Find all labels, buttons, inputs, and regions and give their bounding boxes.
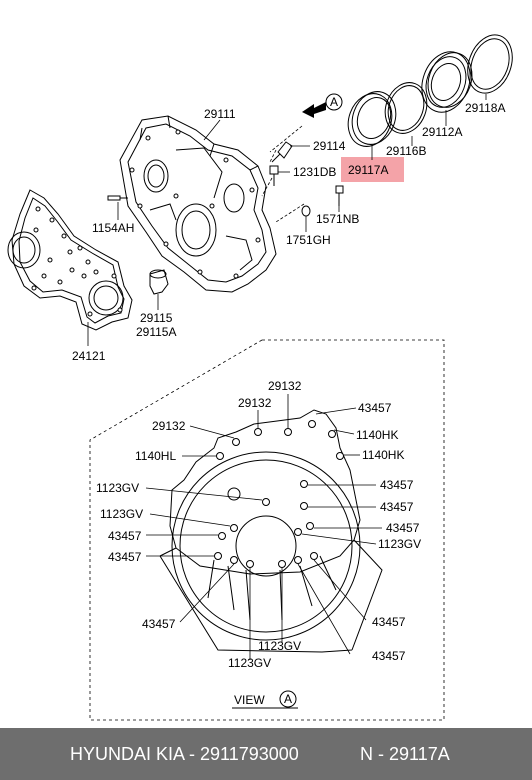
bolt-1571nb (335, 185, 344, 206)
label-43457-left-1: 43457 (108, 529, 142, 543)
parts-diagram: A (7, 34, 513, 721)
label-43457-bottom-right-1: 43457 (372, 615, 406, 629)
label-29132-mid: 29132 (238, 396, 272, 410)
label-1140hk-2: 1140HK (362, 448, 404, 462)
label-29115a: 29115A (136, 325, 176, 339)
view-arrow: A (302, 93, 343, 118)
label-1571nb: 1571NB (316, 212, 359, 226)
footer-brand-part-number: HYUNDAI KIA - 2911793000 (70, 744, 299, 764)
cover-29118a (467, 34, 513, 94)
label-43457-bottom-left: 43457 (142, 617, 176, 631)
bolt-1231db (269, 165, 279, 186)
label-43457-right-1: 43457 (380, 478, 414, 492)
label-43457-right-2: 43457 (380, 500, 414, 514)
label-1123gv-left-2: 1123GV (100, 507, 143, 521)
label-24121: 24121 (72, 349, 106, 363)
label-1123gv-bottom-1: 1123GV (258, 639, 301, 653)
label-1140hl: 1140HL (135, 449, 176, 463)
label-29132-top: 29132 (268, 379, 302, 393)
label-29116b: 29116B (386, 144, 426, 158)
view-circle-letter: A (284, 692, 292, 706)
label-43457-left-2: 43457 (108, 550, 142, 564)
stud-1154ah (107, 195, 128, 201)
label-29114: 29114 (313, 139, 346, 153)
seal-29115 (149, 269, 169, 295)
gasket-24121 (7, 189, 133, 331)
view-a-border (89, 339, 445, 721)
label-1123gv-left-1: 1123GV (96, 481, 139, 495)
label-43457-right-3: 43457 (386, 521, 420, 535)
label-1154ah: 1154AH (92, 221, 134, 235)
label-1123gv-right: 1123GV (378, 537, 421, 551)
label-29112a: 29112A (422, 125, 462, 139)
washer-1751gh (301, 205, 311, 217)
label-29117a: 29117A (348, 163, 388, 177)
view-a-caption: VIEW A (232, 690, 298, 709)
view-a-bolts (214, 420, 344, 568)
label-1751gh: 1751GH (286, 233, 331, 247)
label-1231db: 1231DB (293, 165, 336, 179)
gasket-29116b (384, 82, 428, 134)
label-29118a: 29118A (465, 101, 505, 115)
view-a-leaders (145, 394, 382, 660)
housing-29112a (421, 51, 473, 113)
view-ref-label: A (330, 95, 338, 109)
highlight-box (341, 157, 404, 182)
label-1140hk-1: 1140HK (356, 428, 398, 442)
label-43457-top-right: 43457 (358, 401, 392, 415)
leader-lines (87, 94, 487, 346)
view-a-housing (159, 409, 383, 653)
flywheel-housing-29111 (119, 115, 277, 293)
view-word: VIEW (234, 693, 265, 707)
label-29132-left: 29132 (152, 419, 186, 433)
label-29111: 29111 (204, 107, 236, 121)
label-1123gv-bottom-2: 1123GV (228, 656, 271, 670)
label-29115: 29115 (140, 311, 173, 325)
label-43457-bottom-right-2: 43457 (372, 649, 406, 663)
footer-part-code: N - 29117A (360, 744, 450, 764)
footer-bar: HYUNDAI KIA - 2911793000 N - 29117A (0, 728, 532, 780)
